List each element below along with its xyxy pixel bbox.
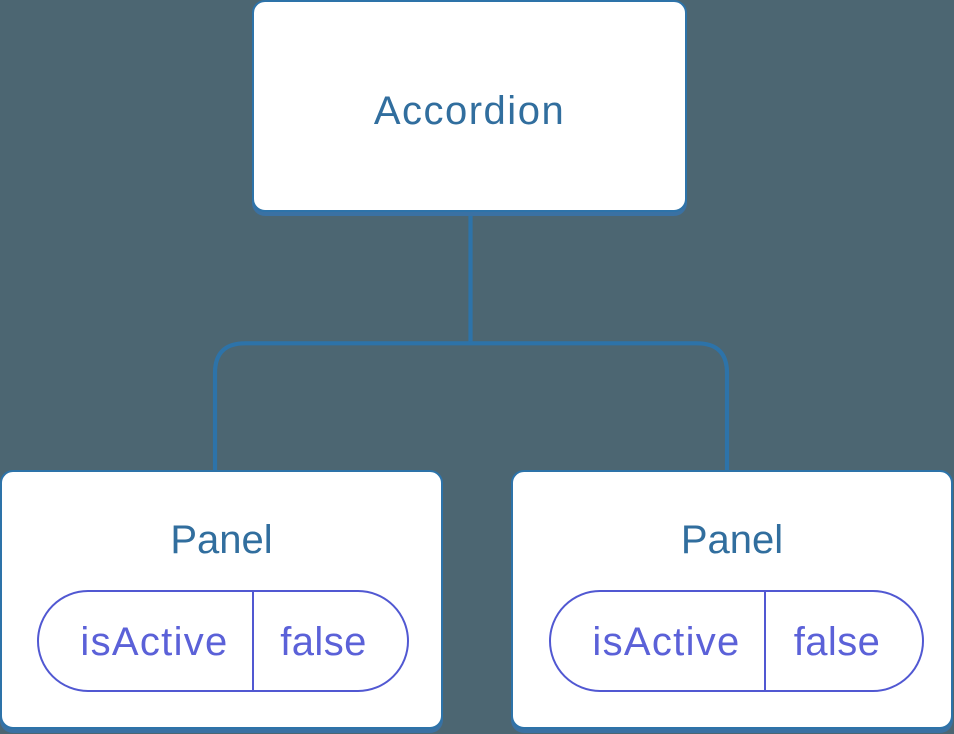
state-pill-left: isActive false xyxy=(37,590,409,692)
node-panel-left: Panel isActive false xyxy=(0,470,443,729)
state-pill-right: isActive false xyxy=(549,590,924,692)
connector-branches xyxy=(212,341,730,472)
node-accordion: Accordion xyxy=(252,0,687,212)
state-name-left: isActive xyxy=(39,592,254,690)
node-accordion-label: Accordion xyxy=(373,89,566,133)
state-value-right: false xyxy=(793,620,881,664)
state-value-left: false xyxy=(280,620,367,664)
node-panel-right-label: Panel xyxy=(680,518,784,562)
node-panel-right: Panel isActive false xyxy=(511,470,953,729)
node-panel-left-label: Panel xyxy=(170,518,273,562)
state-name-right: isActive xyxy=(551,592,766,690)
